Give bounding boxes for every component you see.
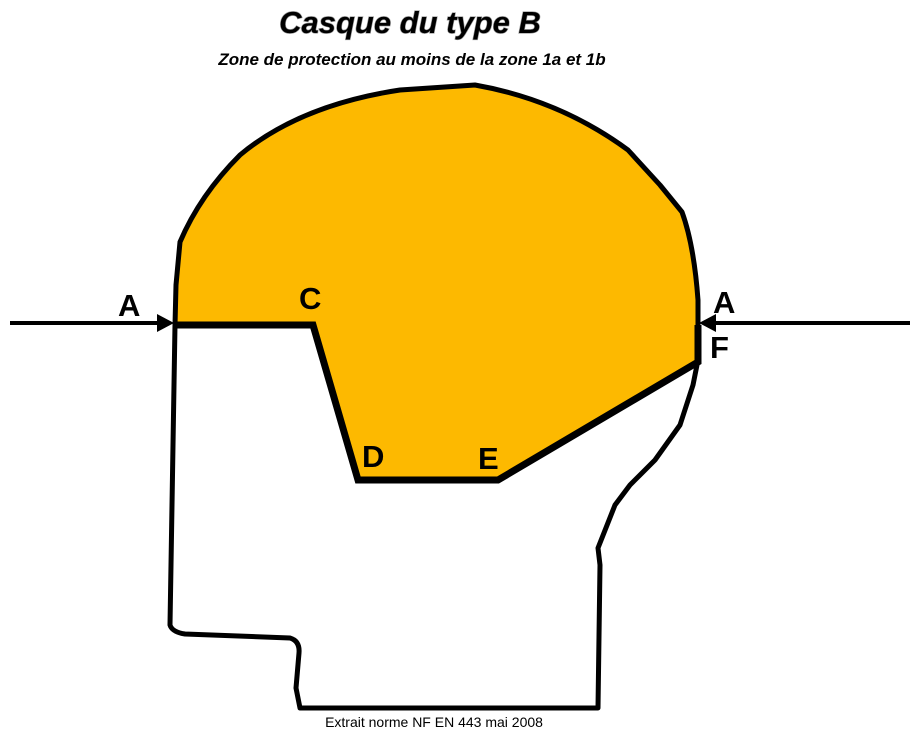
head-outline [167, 322, 701, 711]
label-c: C [299, 281, 321, 316]
label-d: D [362, 439, 384, 474]
label-a-left: A [118, 288, 140, 323]
dome-outline [172, 82, 701, 328]
label-a-right: A [713, 285, 735, 320]
source-note: Extrait norme NF EN 443 mai 2008 [325, 714, 543, 730]
protection-zone [175, 85, 698, 480]
diagram-subtitle: Zone de protection au moins de la zone 1… [217, 50, 605, 69]
arrow-left-icon [699, 314, 910, 332]
label-f: F [710, 330, 729, 365]
arrow-right-icon [10, 314, 174, 332]
diagram-title: Casque du type B [279, 5, 541, 40]
label-e: E [478, 441, 499, 476]
protection-boundary [175, 321, 702, 484]
